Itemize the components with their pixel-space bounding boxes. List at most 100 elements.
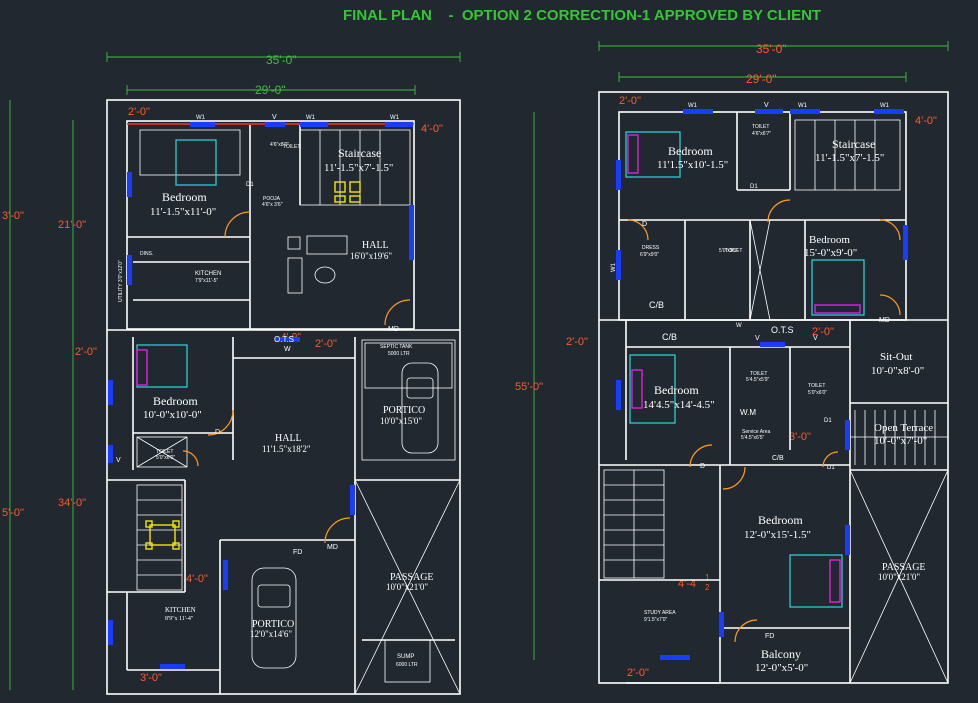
tag-v: V xyxy=(272,114,277,121)
room-size: 11'-1.5"x7'-1.5" xyxy=(324,162,393,174)
tag-md: MD xyxy=(388,326,399,333)
tag-v: V xyxy=(764,102,769,109)
room-name: KITCHEN xyxy=(195,271,221,277)
tag-md: MD xyxy=(879,317,890,324)
room-name: PASSAGE xyxy=(882,562,926,573)
plan-left: 35'-0" 29'-0" 3'-0" 21'-0" 2'-0" 34'-0" … xyxy=(2,52,461,695)
cb-label: C/B xyxy=(662,332,677,342)
plan-right: 35'-0" 29'-0" 55'-0" 2'-0" 4'-0" 2'-0" 2… xyxy=(515,41,949,684)
room-name: Bedroom xyxy=(758,513,803,527)
room-size: 12'0"x14'6" xyxy=(250,629,292,639)
dim-mid-step2: 2'-0" xyxy=(315,338,337,350)
tag-md: MD xyxy=(327,544,338,551)
sofa-icon xyxy=(287,235,348,294)
room-size: 8'9"x 11'-4" xyxy=(165,616,194,622)
room-name: PORTICO xyxy=(252,619,294,630)
bed-icon xyxy=(629,354,676,424)
dim-side-mid-frac-top: 1 xyxy=(705,573,710,582)
window-markers xyxy=(616,109,908,660)
bed-icon xyxy=(625,131,681,178)
room-name: Bedroom xyxy=(668,144,713,158)
dim-side-mid: 4'-0" xyxy=(186,573,208,585)
cb-label: C/B xyxy=(772,455,784,462)
tag-fd: FD xyxy=(765,633,774,640)
drawing-title: FINAL PLAN - OPTION 2 CORRECTION-1 APPRO… xyxy=(343,7,821,24)
dim-corner-tl: 2'-0" xyxy=(619,95,641,107)
room-name: UTILITY 3'0"x12'0" xyxy=(118,260,124,302)
car-icon xyxy=(251,567,297,669)
room-size: 4'6"x 3'6" xyxy=(262,202,283,208)
room-name: TOILET xyxy=(808,383,825,389)
car-icon xyxy=(401,362,439,454)
tag-d: D xyxy=(642,221,647,228)
room-size: 10'-0"x7'-0" xyxy=(874,435,927,447)
room-name: Staircase xyxy=(338,146,381,160)
room-name: TOILET xyxy=(752,124,769,130)
tag-d1: D1 xyxy=(246,182,254,188)
room-size: 12'-0"x5'-0" xyxy=(755,662,808,674)
room-name: Bedroom xyxy=(153,394,198,408)
room-name: TOILET xyxy=(283,144,300,150)
dim-corner-tr: 4'-0" xyxy=(915,115,937,127)
tag-v: V xyxy=(813,335,818,342)
window-markers xyxy=(108,122,414,669)
room-size: 5'0"x9'0" xyxy=(719,248,738,254)
room-name: DINS. xyxy=(140,251,153,257)
room-name: Open Terrace xyxy=(874,422,933,434)
wm-label: W.M xyxy=(740,408,756,417)
room-name: PASSAGE xyxy=(390,572,434,583)
tag-w: W xyxy=(284,346,291,353)
room-name: KITCHEN xyxy=(165,606,196,614)
room-size: 9'1.5"x7'0" xyxy=(644,617,667,623)
room-name: Service Area xyxy=(742,429,771,435)
tag-fd: FD xyxy=(293,549,302,556)
room-size: 7'9"x11'-5" xyxy=(195,278,218,284)
room-name: SUMP xyxy=(397,654,414,660)
dim-total-height: 55'-0" xyxy=(515,381,543,393)
dim-top-inner: 29'-0" xyxy=(746,72,777,86)
tag-d: D xyxy=(215,429,220,436)
room-size: 5'0"x6'0" xyxy=(808,390,827,396)
room-name: Sit-Out xyxy=(880,351,912,363)
dim-side-mid: 4'-4 xyxy=(678,578,696,590)
dim-side-mid-frac-bot: 2 xyxy=(705,583,710,592)
staircase-treads xyxy=(794,119,901,191)
tag-d1: D1 xyxy=(824,418,832,424)
dim-left-b: 21'-0" xyxy=(58,219,86,231)
tag-d1: D1 xyxy=(827,465,835,471)
tag-d: D xyxy=(700,463,705,470)
room-name: Staircase xyxy=(832,137,875,151)
bed-icon xyxy=(789,554,843,608)
tag-w1: W1 xyxy=(798,103,808,109)
dim-mid-b: 3'-0" xyxy=(789,431,811,443)
dim-corner-tr: 4'-0" xyxy=(421,123,443,135)
bed-icon xyxy=(139,129,241,186)
tag-w1: W1 xyxy=(390,115,400,121)
dim-corner-tl: 2'-0" xyxy=(128,106,150,118)
room-size: 6000 LTR xyxy=(396,662,418,668)
room-size: 4'6"x8'0" xyxy=(270,142,289,148)
room-size: 11'1.5"x10'-1.5" xyxy=(657,159,728,171)
dim-left-a: 3'-0" xyxy=(2,210,24,222)
room-name: Balcony xyxy=(761,647,801,661)
dim-top-outer: 35'-0" xyxy=(756,42,787,56)
bed-icon xyxy=(136,344,188,388)
plan-right-dimensions: 35'-0" 29'-0" 55'-0" 2'-0" 4'-0" 2'-0" 2… xyxy=(515,41,949,679)
tag-w1: W1 xyxy=(306,115,316,121)
staircase-treads xyxy=(603,469,665,579)
room-name: Bedroom xyxy=(654,383,699,397)
dining-table-icon xyxy=(334,181,361,203)
dim-bottom: 2'-0" xyxy=(627,667,649,679)
tag-w1: W1 xyxy=(880,103,890,109)
room-name: TOILET xyxy=(725,248,742,254)
room-size: 5000 LTR xyxy=(388,351,410,357)
dim-left-mid: 2'-0" xyxy=(566,336,588,348)
room-size: 16'0"x19'6" xyxy=(350,251,392,261)
room-name: POOJA xyxy=(263,196,281,202)
room-size: 11'-1.5"x7'-1.5" xyxy=(815,152,884,164)
room-name: SEPTIC TANK xyxy=(380,344,413,350)
dim-left-c: 2'-0" xyxy=(75,346,97,358)
door-swings xyxy=(182,211,411,544)
room-size: 15'-0"x9'-0" xyxy=(804,247,857,259)
